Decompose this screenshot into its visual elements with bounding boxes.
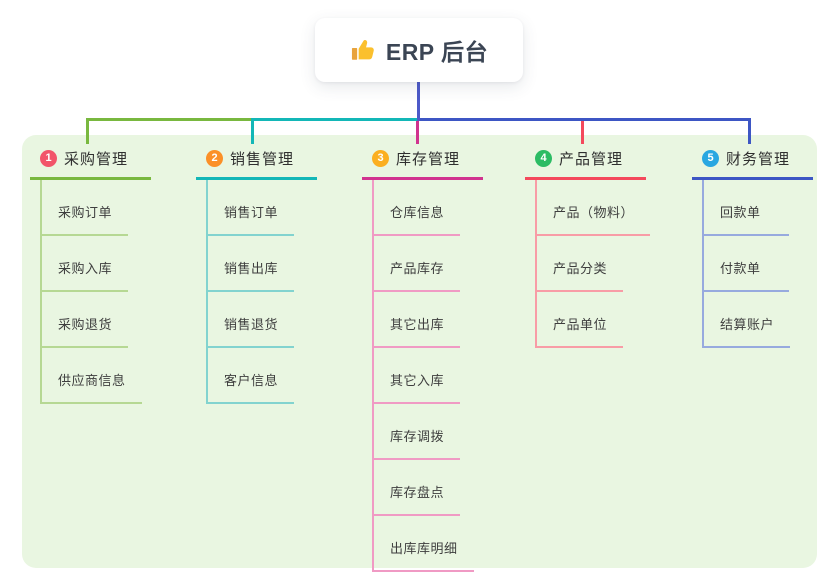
child-node-label: 供应商信息: [58, 373, 126, 388]
child-node-label: 产品分类: [553, 261, 608, 276]
child-node-label: 采购入库: [58, 261, 113, 276]
child-node-label: 付款单: [720, 261, 761, 276]
branch-node[interactable]: 3 库存管理: [362, 148, 484, 180]
branch-node[interactable]: 4 产品管理: [525, 148, 647, 180]
child-node-label: 采购退货: [58, 317, 113, 332]
branch-number-badge: 3: [372, 150, 389, 167]
branch-label: 库存管理: [396, 151, 461, 168]
child-node[interactable]: 供应商信息: [42, 348, 142, 404]
child-node[interactable]: 销售订单: [208, 180, 295, 236]
connector-line: [417, 82, 420, 121]
child-node[interactable]: 结算账户: [704, 292, 791, 348]
child-node[interactable]: 产品库存: [374, 236, 461, 292]
branch-number-badge: 5: [702, 150, 719, 167]
child-node-label: 库存盘点: [390, 485, 445, 500]
child-node[interactable]: 采购订单: [42, 180, 129, 236]
child-node[interactable]: 产品分类: [537, 236, 624, 292]
child-node-label: 出库库明细: [390, 541, 458, 556]
child-node[interactable]: 回款单: [704, 180, 789, 236]
connector-line: [251, 118, 254, 144]
connector-line: [418, 118, 751, 121]
branch-node[interactable]: 5 财务管理: [692, 148, 814, 180]
connector-line: [748, 118, 751, 144]
child-node[interactable]: 其它入库: [374, 348, 461, 404]
child-node-label: 仓库信息: [390, 205, 445, 220]
connector-line: [252, 118, 419, 121]
child-node-label: 销售订单: [224, 205, 279, 220]
connector-line: [86, 118, 89, 144]
branch-node[interactable]: 2 销售管理: [196, 148, 318, 180]
child-node[interactable]: 库存盘点: [374, 460, 461, 516]
branches-panel: [22, 135, 817, 568]
child-node[interactable]: 库存调拨: [374, 404, 461, 460]
branch-label: 采购管理: [64, 151, 129, 168]
child-node[interactable]: 销售出库: [208, 236, 295, 292]
connector-line: [416, 121, 419, 144]
child-node-label: 销售出库: [224, 261, 279, 276]
child-node[interactable]: 付款单: [704, 236, 789, 292]
child-node-label: 采购订单: [58, 205, 113, 220]
child-node-label: 结算账户: [720, 317, 775, 332]
thumbs-up-icon: [350, 37, 376, 63]
branch-children: 产品（物料） 产品分类 产品单位: [535, 180, 651, 348]
branch-5: 5 财务管理 回款单 付款单 结算账户: [692, 148, 814, 348]
branch-3: 3 库存管理 仓库信息 产品库存 其它出库 其它入库 库存调拨 库存盘点 出库库…: [362, 148, 484, 572]
connector-line: [86, 118, 253, 121]
root-node[interactable]: ERP 后台: [315, 18, 523, 82]
branch-label: 财务管理: [726, 151, 791, 168]
connector-line: [581, 121, 584, 144]
child-node-label: 产品（物料）: [553, 205, 635, 220]
child-node[interactable]: 其它出库: [374, 292, 461, 348]
branch-children: 回款单 付款单 结算账户: [702, 180, 791, 348]
branch-children: 销售订单 销售出库 销售退货 客户信息: [206, 180, 295, 404]
child-node-label: 销售退货: [224, 317, 279, 332]
child-node[interactable]: 销售退货: [208, 292, 295, 348]
child-node-label: 其它入库: [390, 373, 445, 388]
branch-children: 仓库信息 产品库存 其它出库 其它入库 库存调拨 库存盘点 出库库明细: [372, 180, 474, 572]
branch-4: 4 产品管理 产品（物料） 产品分类 产品单位: [525, 148, 651, 348]
child-node-label: 库存调拨: [390, 429, 445, 444]
branch-number-badge: 4: [535, 150, 552, 167]
branch-label: 产品管理: [559, 151, 624, 168]
child-node[interactable]: 采购入库: [42, 236, 129, 292]
child-node-label: 产品单位: [553, 317, 608, 332]
child-node-label: 产品库存: [390, 261, 445, 276]
child-node[interactable]: 产品单位: [537, 292, 624, 348]
branch-number-badge: 1: [40, 150, 57, 167]
child-node[interactable]: 产品（物料）: [537, 180, 651, 236]
child-node[interactable]: 客户信息: [208, 348, 295, 404]
branch-number-badge: 2: [206, 150, 223, 167]
branch-label: 销售管理: [230, 151, 295, 168]
child-node-label: 客户信息: [224, 373, 279, 388]
branch-2: 2 销售管理 销售订单 销售出库 销售退货 客户信息: [196, 148, 318, 404]
child-node[interactable]: 出库库明细: [374, 516, 474, 572]
child-node-label: 其它出库: [390, 317, 445, 332]
branch-1: 1 采购管理 采购订单 采购入库 采购退货 供应商信息: [30, 148, 152, 404]
child-node[interactable]: 采购退货: [42, 292, 129, 348]
child-node-label: 回款单: [720, 205, 761, 220]
branch-node[interactable]: 1 采购管理: [30, 148, 152, 180]
child-node[interactable]: 仓库信息: [374, 180, 461, 236]
root-node-label: ERP 后台: [385, 39, 489, 65]
branch-children: 采购订单 采购入库 采购退货 供应商信息: [40, 180, 142, 404]
